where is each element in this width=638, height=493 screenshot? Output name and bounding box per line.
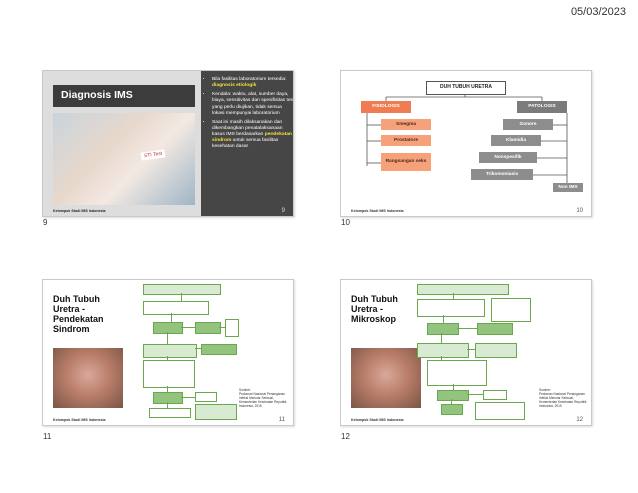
slide-number-9: 9 [43,218,48,227]
highlight-text: diagnosis etiologik [212,83,257,89]
pathologic-item: Nonspesifik [479,152,537,163]
slide-9[interactable]: STI Test Diagnosis IMS Bila fasilitas la… [42,70,294,217]
bullet-item: Kendala: waktu, alat, sumber daya, biaya… [212,92,293,117]
clinical-photo [351,348,421,408]
slide-page-number: 12 [576,417,583,423]
diagram-connectors [366,93,568,185]
slide-footer: Kelompok Studi IMS Indonesia [351,209,404,213]
sti-test-photo: STI Test [53,113,195,205]
physiologic-item: Rangsangan seks [381,153,431,171]
pathologic-item: Klamidia [491,135,541,146]
slide-number-10: 10 [341,218,350,227]
slide-number-11: 11 [43,432,52,441]
slide-footer: Kelompok Studi IMS Indonesia [53,418,106,422]
slide-number-12: 12 [341,432,350,441]
physiologic-node: FISIOLOGIS [361,101,411,113]
pathologic-item: Gonore [503,119,553,130]
bullet-list: Bila fasilitas laboratorium tersedia: di… [205,77,293,153]
bullet-item: Saat ini masih dilaksanakan dan dikemban… [212,120,293,151]
slide-footer: Kelompok Studi IMS Indonesia [351,418,404,422]
slide-11[interactable]: Duh Tubuh Uretra - Pendekatan Sindrom Su… [42,279,294,426]
pathologic-node: PATOLOGIS [517,101,567,113]
highlight-text: pendekatan sindrom [212,132,292,144]
slide-9-title: Diagnosis IMS [61,89,133,101]
physiologic-item: Prostatore [381,135,431,146]
slide-9-title-bar [53,85,195,107]
sti-test-label: STI Test [140,149,166,161]
slide-10[interactable]: DUH TUBUH URETRA FISIOLOGIS PATOLOGIS Sm… [340,70,592,217]
bullet-item: Bila fasilitas laboratorium tersedia: di… [212,77,293,89]
clinical-photo [53,348,123,408]
print-date: 05/03/2023 [570,6,626,18]
pathologic-item: Non IMS [553,183,583,192]
source-citation: Sumber: Pedoman Nasional Penanganan Infe… [539,388,587,408]
physiologic-item: Smegma [381,119,431,130]
slide-11-title: Duh Tubuh Uretra - Pendekatan Sindrom [53,294,104,335]
slide-footer: Kelompok Studi IMS Indonesia [53,209,106,213]
slide-9-bullet-panel: Bila fasilitas laboratorium tersedia: di… [201,71,293,216]
microscope-flowchart [413,284,531,420]
slide-page-number: 11 [278,417,285,423]
slide-page-number: 9 [281,208,285,214]
pathologic-item: Trikomoniasis [471,169,533,180]
diagram-root-node: DUH TUBUH URETRA [426,81,506,95]
slide-12[interactable]: Duh Tubuh Uretra - Mikroskop Sumber: Ped… [340,279,592,426]
slide-12-title: Duh Tubuh Uretra - Mikroskop [351,294,398,325]
source-citation: Sumber: Pedoman Nasional Penanganan Infe… [239,388,287,408]
slide-page-number: 10 [576,208,583,214]
syndromic-flowchart [141,284,239,420]
